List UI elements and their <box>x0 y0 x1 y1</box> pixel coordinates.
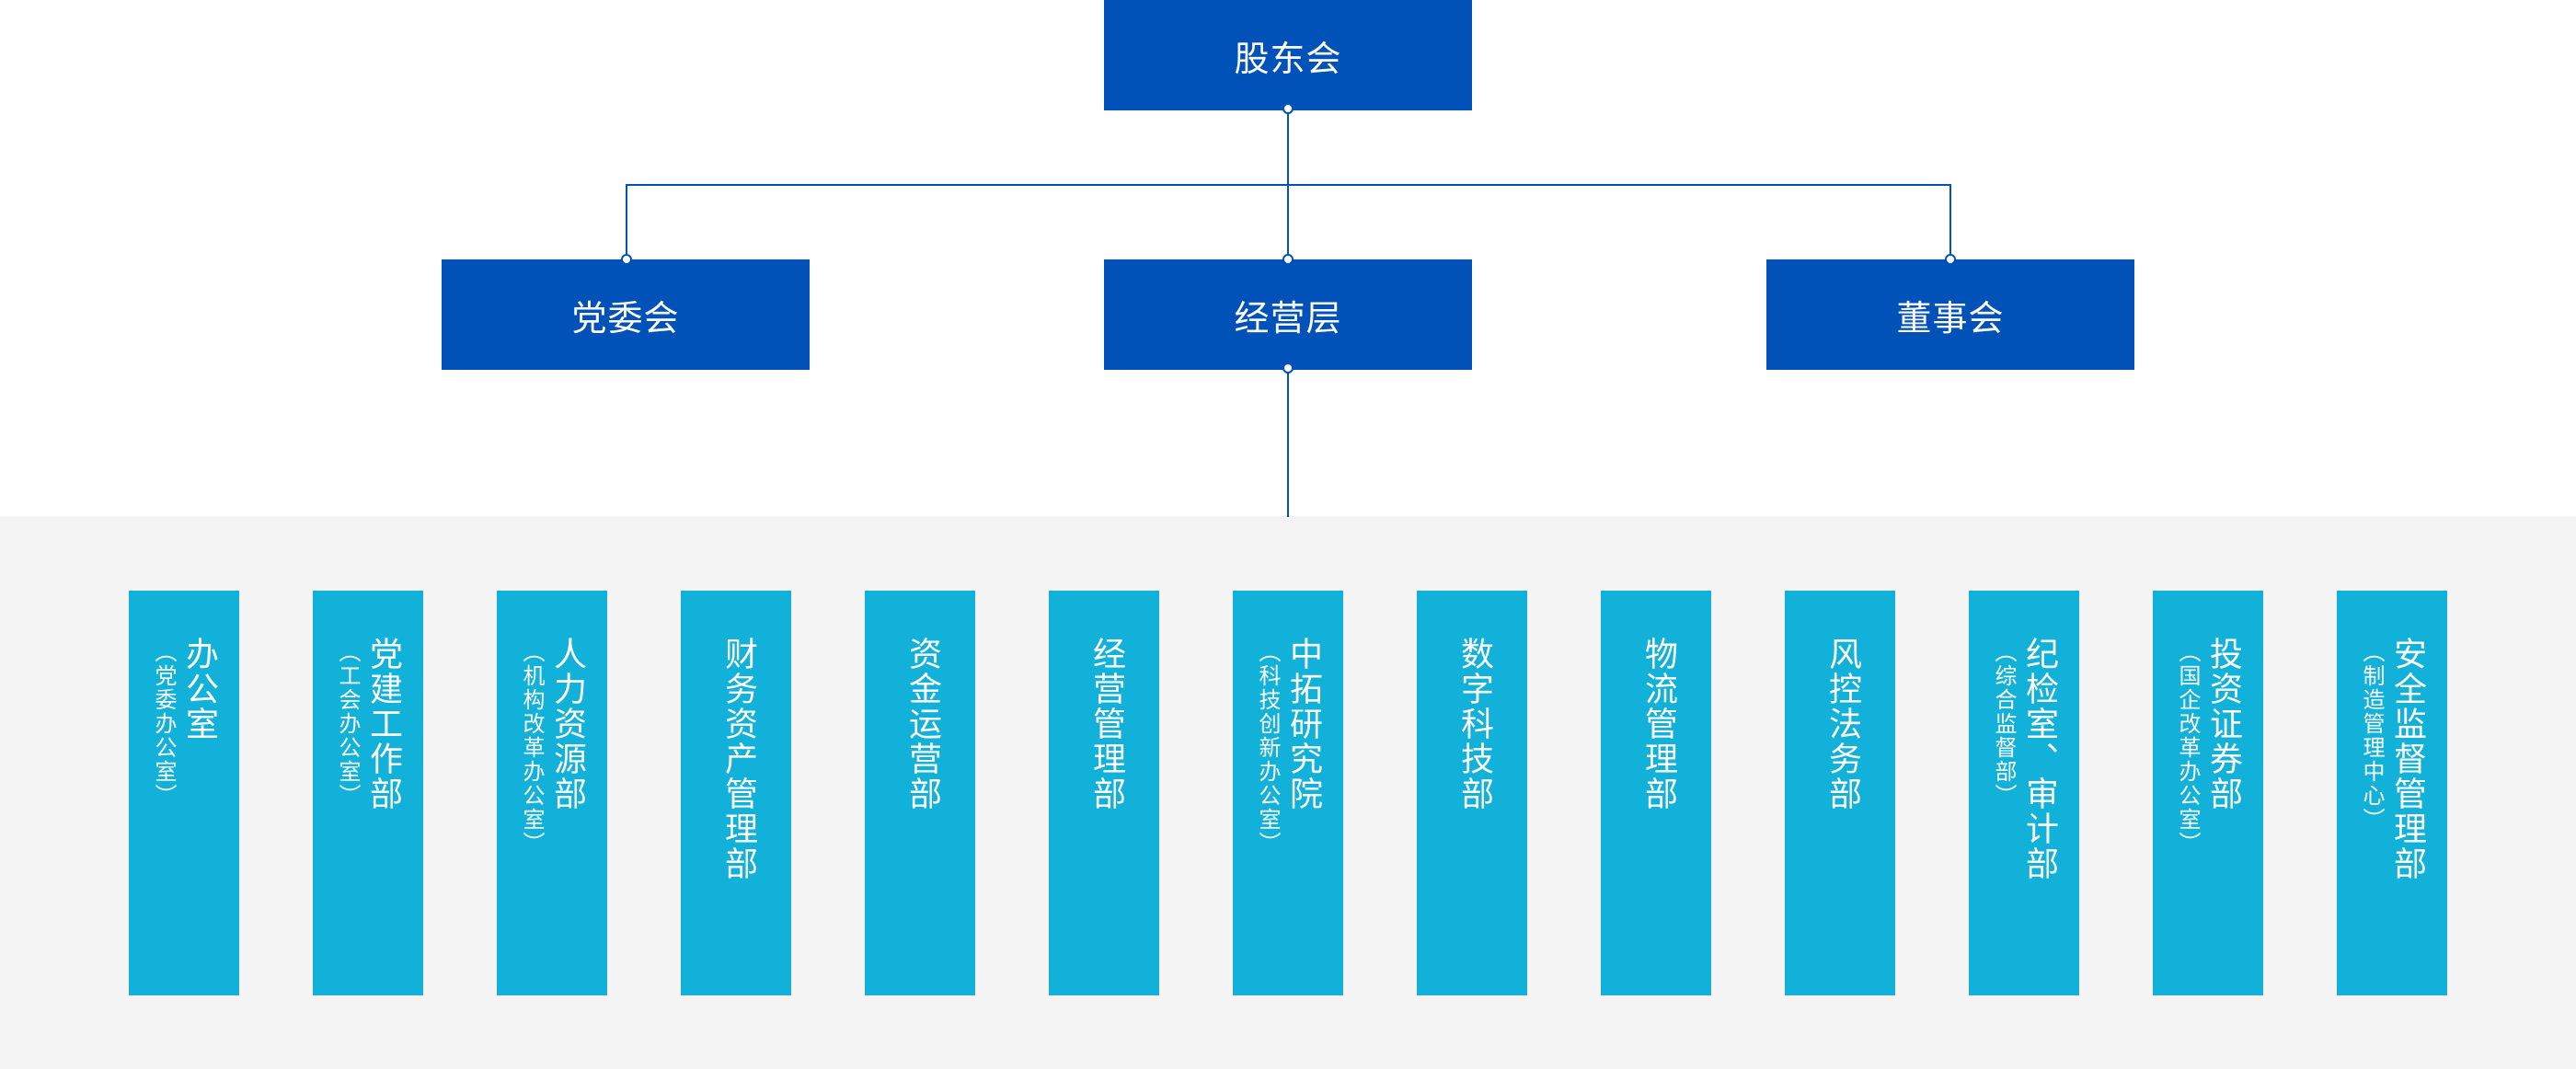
department-subtitle: （科技创新办公室） <box>1255 640 1281 856</box>
party-committee-box: 党委会 <box>442 259 810 370</box>
department-card: 投资证券部 （国企改革办公室） <box>2153 591 2263 995</box>
department-card: 风控法务部 <box>1785 591 1895 995</box>
connector-dot <box>1282 103 1294 114</box>
shareholders-label: 股东会 <box>1234 38 1342 79</box>
department-name: 数字科技部 <box>1455 637 1493 811</box>
connector-dot <box>1282 362 1294 374</box>
department-subtitle: （工会办公室） <box>335 640 361 808</box>
department-name: 纪检室、审计部 <box>2020 637 2058 881</box>
department-card: 资金运营部 <box>865 591 975 995</box>
connector-dot <box>1282 254 1294 265</box>
management-box: 经营层 <box>1104 259 1472 370</box>
department-card: 经营管理部 <box>1049 591 1159 995</box>
department-card: 中拓研究院 （科技创新办公室） <box>1233 591 1343 995</box>
board-box: 董事会 <box>1766 259 2134 370</box>
party-committee-label: 党委会 <box>571 297 680 339</box>
department-name: 经营管理部 <box>1087 637 1125 811</box>
department-name: 财务资产管理部 <box>719 637 757 881</box>
connector-shareholders-down <box>1287 109 1289 185</box>
department-name: 中拓研究院 <box>1284 637 1322 811</box>
department-name: 人力资源部 <box>548 637 586 811</box>
department-name: 资金运营部 <box>903 637 941 811</box>
connector-left-down <box>626 184 627 259</box>
department-card: 办公室 （党委办公室） <box>129 591 239 995</box>
department-subtitle: （机构改革办公室） <box>519 640 545 856</box>
department-card: 物流管理部 <box>1601 591 1711 995</box>
department-subtitle: （党委办公室） <box>151 640 177 808</box>
connector-center-down <box>1287 184 1289 259</box>
department-card: 人力资源部 （机构改革办公室） <box>497 591 607 995</box>
department-name: 物流管理部 <box>1639 637 1677 811</box>
department-card: 纪检室、审计部 （综合监督部） <box>1969 591 2079 995</box>
connector-dot <box>1945 254 1956 265</box>
department-name: 办公室 <box>180 637 218 741</box>
department-name: 安全监督管理部 <box>2388 637 2426 881</box>
department-subtitle: （国企改革办公室） <box>2175 640 2201 856</box>
department-card: 党建工作部 （工会办公室） <box>313 591 423 995</box>
shareholders-box: 股东会 <box>1104 0 1472 110</box>
connector-right-down <box>1949 184 1951 259</box>
department-card: 数字科技部 <box>1417 591 1527 995</box>
department-name: 风控法务部 <box>1823 637 1861 811</box>
department-subtitle: （制造管理中心） <box>2359 640 2385 832</box>
management-label: 经营层 <box>1234 297 1342 339</box>
department-name: 投资证券部 <box>2204 637 2242 811</box>
department-subtitle: （综合监督部） <box>1991 640 2017 808</box>
department-card: 财务资产管理部 <box>681 591 791 995</box>
board-label: 董事会 <box>1896 297 2005 339</box>
department-name: 党建工作部 <box>364 637 402 811</box>
connector-dot <box>621 254 632 265</box>
connector-management-down <box>1287 368 1289 517</box>
department-card: 安全监督管理部 （制造管理中心） <box>2337 591 2447 995</box>
